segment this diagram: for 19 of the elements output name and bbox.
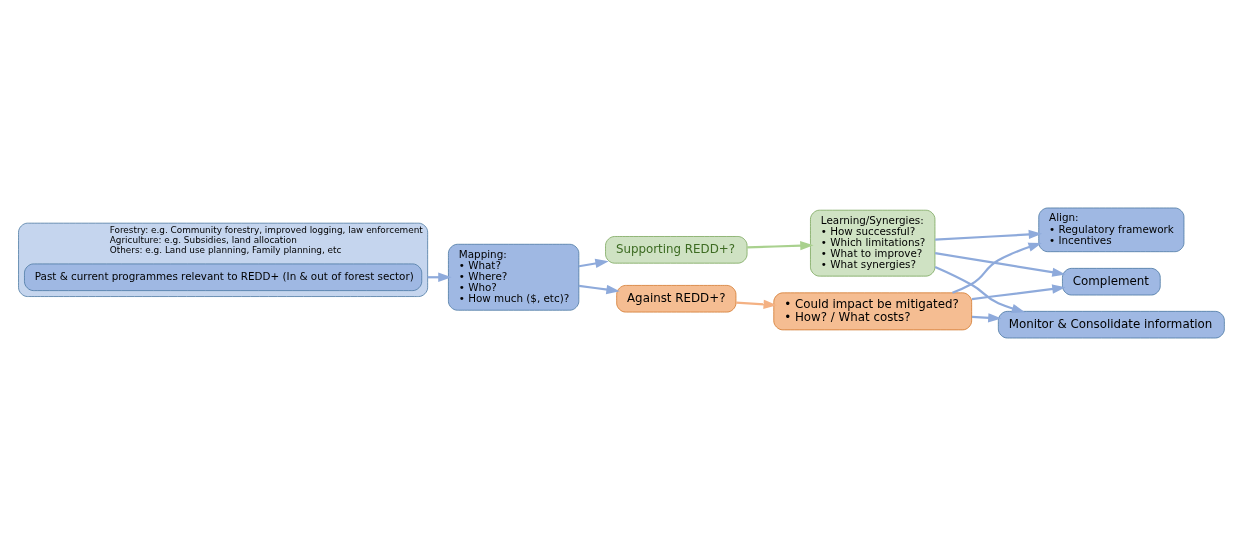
node-box: Mapping: • What? • Where? • Who? • How much ($, etc)? <box>448 243 580 311</box>
arrow <box>952 242 1042 294</box>
arrow <box>971 283 1066 300</box>
node-box: Learning/Synergies: • How successful? • Which limitations? • What to improve? • What synergies? <box>810 209 936 276</box>
node-box: Past & current programmes relevant to REDD+ (In & out of forest sector) <box>24 263 423 291</box>
arrow <box>578 258 609 268</box>
arrow <box>971 312 1002 322</box>
arrow <box>935 229 1043 241</box>
node-box: • Could impact be mitigated? • How? / What costs? <box>773 291 973 330</box>
arrow <box>934 265 1026 313</box>
node-box: Complement <box>1062 267 1161 295</box>
arrow <box>736 299 777 309</box>
arrow <box>747 240 814 250</box>
arrow <box>934 251 1066 277</box>
arrow <box>578 284 620 294</box>
node-box: Supporting REDD+? <box>605 235 748 264</box>
node-box: Align: • Regulatory framework • Incentives <box>1038 207 1185 252</box>
node-box: Monitor & Consolidate information <box>997 310 1225 338</box>
node-box: Against REDD+? <box>616 284 737 312</box>
